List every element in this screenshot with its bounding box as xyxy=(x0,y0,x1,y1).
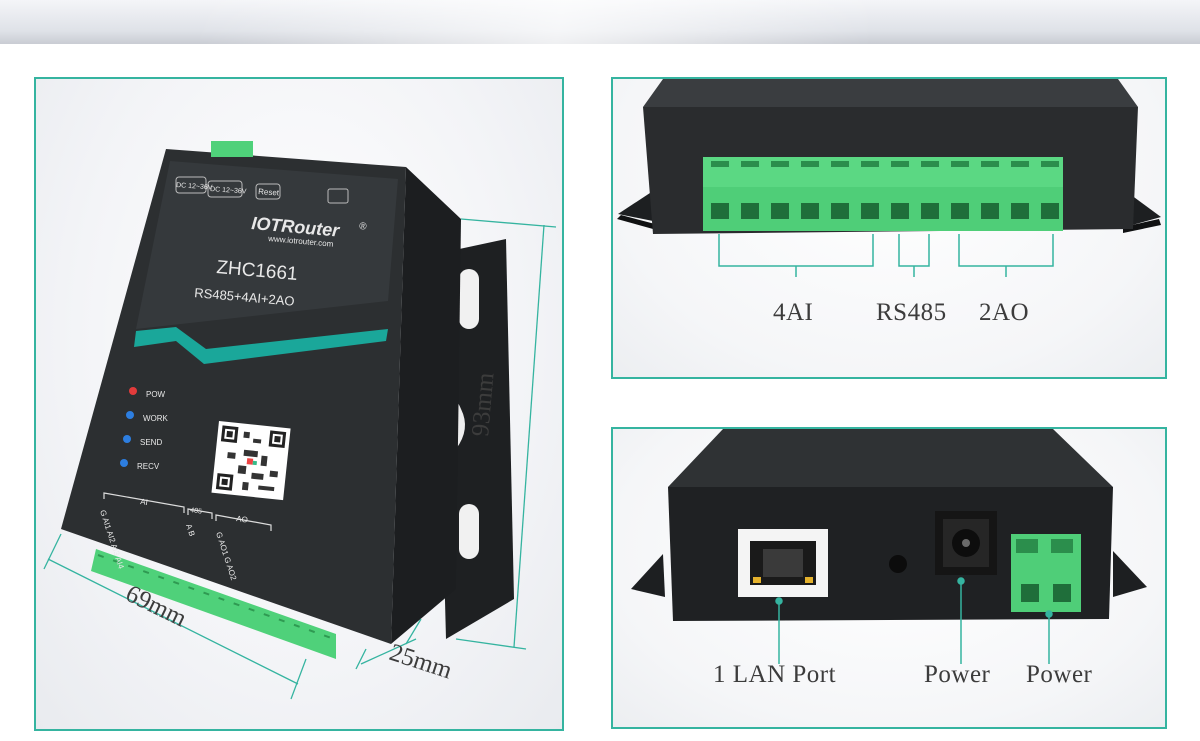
top-port-label-2: DC 12~36V xyxy=(210,186,247,196)
group-brackets xyxy=(718,234,1054,277)
label-lan-port: 1 LAN Port xyxy=(713,661,837,688)
led-label-recv: RECV xyxy=(137,462,160,471)
label-4ai: 4AI xyxy=(773,299,814,326)
dimension-depth-label: 25mm xyxy=(386,639,456,685)
label-rs485: RS485 xyxy=(876,299,947,326)
dimension-height-label: 93mm xyxy=(467,371,500,438)
top-banner-band xyxy=(0,0,1200,44)
terminal-block-panel: 4AI RS485 2AO xyxy=(611,77,1167,379)
terminal-pins-485: A B xyxy=(184,523,196,538)
terminal-group-485: 485 xyxy=(190,507,203,516)
led-label-send: SEND xyxy=(140,438,162,447)
device-dimensions-panel: DC 12~36V DC 12~36V Reset IOTRouter ® ww… xyxy=(34,77,564,731)
reset-button-label: Reset xyxy=(258,187,280,197)
label-2ao: 2AO xyxy=(979,299,1030,326)
brand-registered-mark: ® xyxy=(359,221,368,233)
front-ports-illustration xyxy=(631,429,1147,664)
label-power-terminal: Power xyxy=(1026,661,1093,688)
terminal-group-ai: AI xyxy=(140,497,149,507)
led-label-pow: POW xyxy=(146,390,166,399)
terminal-holes xyxy=(711,203,1059,219)
pointer-lines xyxy=(775,577,1053,664)
label-power-dc-jack: Power xyxy=(924,661,991,688)
led-label-work: WORK xyxy=(143,414,169,423)
device-isometric-illustration: DC 12~36V DC 12~36V Reset IOTRouter ® ww… xyxy=(43,141,557,700)
terminal-block-illustration xyxy=(617,79,1161,277)
terminal-group-ao: AO xyxy=(236,514,249,525)
top-port-label-1: DC 12~36V xyxy=(176,182,213,192)
front-ports-panel: 1 LAN Port Power Power xyxy=(611,427,1167,729)
terminal-screws xyxy=(711,161,1059,167)
dimension-lines xyxy=(43,218,557,700)
